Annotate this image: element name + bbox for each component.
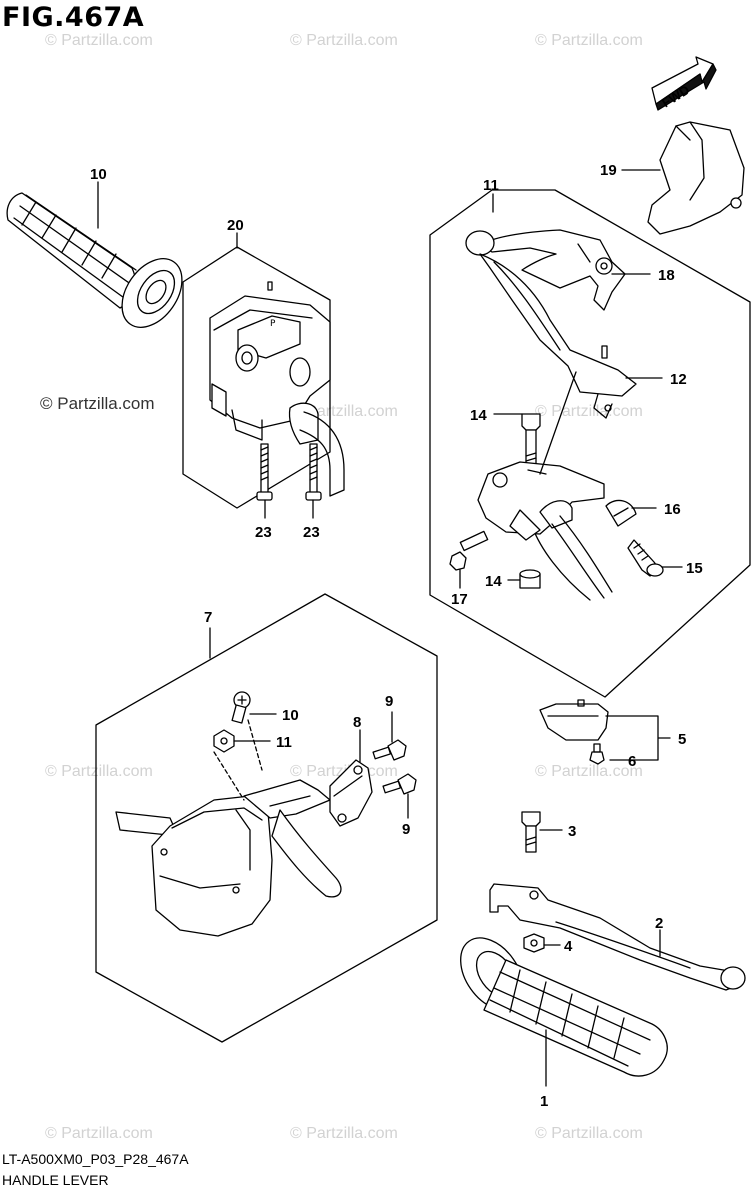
plate-8 <box>329 759 373 827</box>
svg-text:P: P <box>270 319 276 329</box>
bracket-20 <box>481 229 626 311</box>
callout-4: 4 <box>564 938 573 955</box>
callout-3: 3 <box>568 823 576 840</box>
callout-19: 17 <box>451 591 468 608</box>
nut-4 <box>523 933 545 953</box>
watermark: © Partzilla.com <box>45 32 153 49</box>
callout-10: 10 <box>282 707 299 724</box>
bolt-19 <box>449 530 489 571</box>
callout-15: 14 <box>470 407 487 424</box>
throttle-case-7 <box>115 779 342 937</box>
callout-9: 9 <box>385 693 393 710</box>
collar-16 <box>519 569 541 589</box>
callout-23: 23 <box>303 524 320 541</box>
screw-10 <box>231 691 251 724</box>
leader-13-to-holder <box>539 371 577 475</box>
callout-11: 11 <box>276 734 292 751</box>
figure-title: FIG.467A <box>2 2 145 33</box>
leader-10-11-to-case <box>213 719 263 801</box>
watermark: © Partzilla.com <box>535 1125 643 1142</box>
watermark: © Partzilla.com <box>535 403 643 420</box>
callout-7: 7 <box>204 609 212 626</box>
watermark-prominent: © Partzilla.com <box>40 394 155 413</box>
callout-1: 1 <box>540 1093 548 1110</box>
callout-22: 20 <box>227 217 244 234</box>
model-code: LT-A500XM0_P03_P28_467A <box>2 1151 189 1167</box>
callout-20: 18 <box>658 267 675 284</box>
brake-lever-2 <box>489 883 746 991</box>
callout-14: 12 <box>670 371 687 388</box>
watermark: © Partzilla.com <box>535 763 643 780</box>
adjuster-17 <box>627 539 664 577</box>
figure-name: HANDLE LEVER <box>2 1172 109 1188</box>
watermark: © Partzilla.com <box>290 1125 398 1142</box>
bolt-3 <box>521 811 541 853</box>
switch-housing-22: P <box>209 281 345 497</box>
watermark: © Partzilla.com <box>45 1125 153 1142</box>
switch-18 <box>605 499 637 527</box>
grip-right-1 <box>460 937 668 1077</box>
watermark: © Partzilla.com <box>535 32 643 49</box>
leader-5 <box>605 715 671 761</box>
assembly-outline-13 <box>429 189 751 698</box>
bolt-15 <box>521 413 541 467</box>
callout-6: 6 <box>628 753 636 770</box>
assembly-outline-7 <box>95 593 438 1043</box>
callout-9: 9 <box>402 821 410 838</box>
screw-23-right <box>305 443 322 501</box>
screw-23-left <box>256 443 273 501</box>
callout-13: 11 <box>483 177 499 194</box>
grip-left-12 <box>6 192 183 328</box>
callout-23: 23 <box>255 524 272 541</box>
screw-6 <box>589 743 605 765</box>
callout-12: 10 <box>90 166 107 183</box>
clutch-lever-14 <box>465 230 637 419</box>
callout-16: 14 <box>485 573 502 590</box>
callout-18: 16 <box>664 501 681 518</box>
callout-21: 19 <box>600 162 617 179</box>
callout-17: 15 <box>686 560 703 577</box>
lever-holder-13 <box>477 461 613 601</box>
screw-9-upper <box>372 739 407 761</box>
watermark: © Partzilla.com <box>290 32 398 49</box>
watermark: © Partzilla.com <box>45 763 153 780</box>
nut-11 <box>213 729 235 753</box>
assembly-outline-22 <box>182 246 331 509</box>
brake-switch-5 <box>539 699 609 741</box>
fwd-arrow <box>651 56 717 111</box>
callout-2: 2 <box>655 915 663 932</box>
callout-8: 8 <box>353 714 361 731</box>
screw-9-lower <box>382 773 417 795</box>
lever-cover-21 <box>647 121 745 235</box>
callout-5: 5 <box>678 731 686 748</box>
